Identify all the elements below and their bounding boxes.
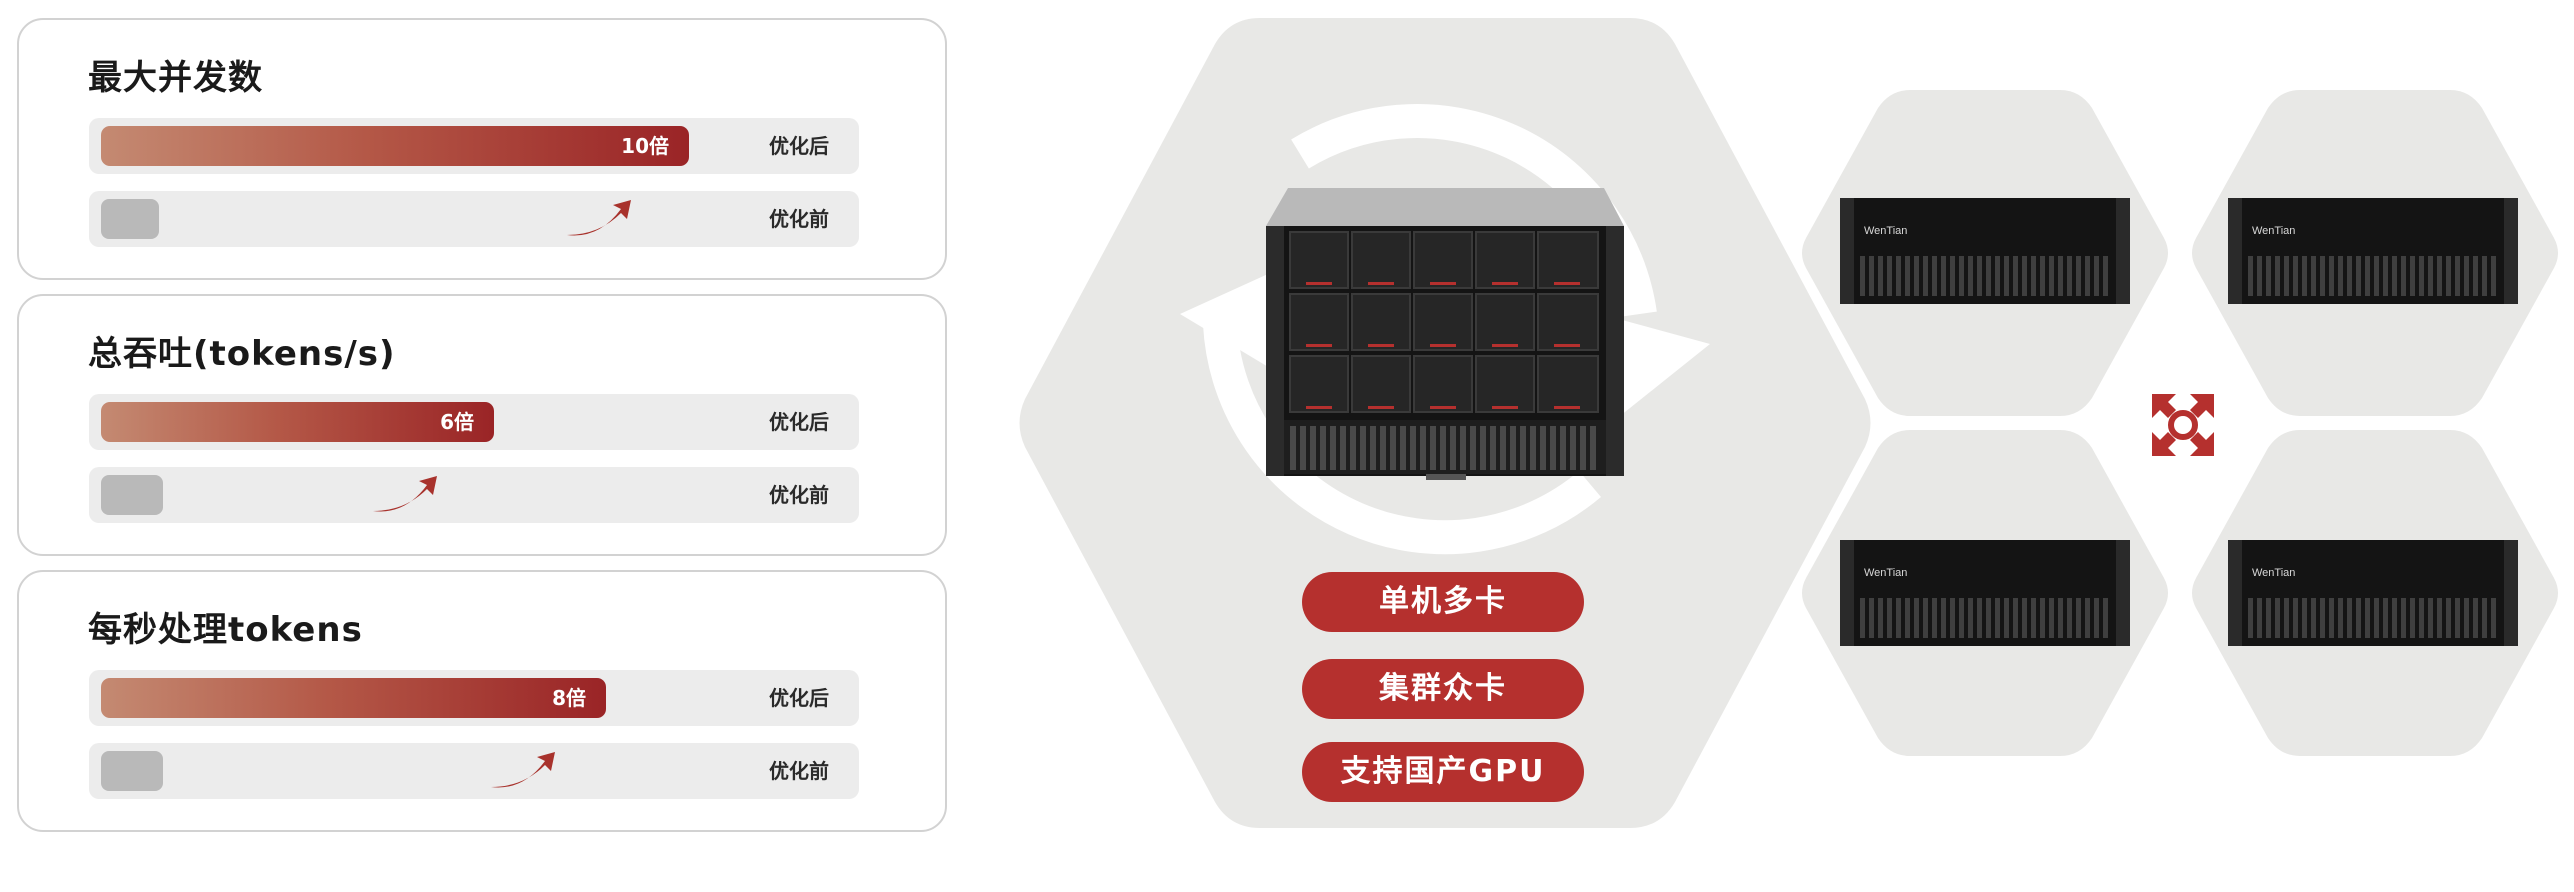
bar-value: 10倍 bbox=[621, 134, 669, 158]
rack-server-icon: WenTian bbox=[1840, 540, 2130, 646]
server-brand: WenTian bbox=[2252, 567, 2295, 579]
bar-baseline bbox=[101, 199, 159, 239]
metric-card-throughput: 总吞吐(tokens/s) 6倍 优化后 优化前 bbox=[17, 294, 947, 556]
server-brand: WenTian bbox=[1864, 567, 1907, 579]
bar-baseline bbox=[101, 751, 163, 791]
rack-server-icon: WenTian bbox=[2228, 198, 2518, 304]
gpu-server-icon bbox=[1266, 188, 1624, 480]
bar-track-before: 优化前 bbox=[89, 743, 859, 799]
bar-track-after: 8倍 优化后 bbox=[89, 670, 859, 726]
bar-fill-after: 6倍 bbox=[101, 402, 494, 442]
growth-arrow-icon bbox=[373, 476, 437, 512]
expand-arrows-icon bbox=[2152, 394, 2214, 456]
bar-baseline bbox=[101, 475, 163, 515]
bar-label-after: 优化后 bbox=[769, 686, 829, 710]
rack-server-icon: WenTian bbox=[2228, 540, 2518, 646]
rack-server-icon: WenTian bbox=[1840, 198, 2130, 304]
bar-label-before: 优化前 bbox=[769, 207, 829, 231]
server-brand: WenTian bbox=[2252, 225, 2295, 237]
metric-card-tokens-per-second: 每秒处理tokens 8倍 优化后 优化前 bbox=[17, 570, 947, 832]
bar-fill-after: 10倍 bbox=[101, 126, 689, 166]
bar-label-before: 优化前 bbox=[769, 483, 829, 507]
metric-title: 总吞吐(tokens/s) bbox=[88, 334, 396, 374]
bar-track-before: 优化前 bbox=[89, 467, 859, 523]
feature-pill-cluster: 集群众卡 bbox=[1302, 659, 1584, 719]
bar-label-after: 优化后 bbox=[769, 134, 829, 158]
feature-pill-domestic-gpu: 支持国产GPU bbox=[1302, 742, 1584, 802]
bar-track-after: 10倍 优化后 bbox=[89, 118, 859, 174]
bar-value: 6倍 bbox=[440, 410, 474, 434]
metric-title: 每秒处理tokens bbox=[88, 610, 363, 650]
bar-fill-after: 8倍 bbox=[101, 678, 606, 718]
bar-label-after: 优化后 bbox=[769, 410, 829, 434]
growth-arrow-icon bbox=[567, 200, 631, 236]
bar-value: 8倍 bbox=[552, 686, 586, 710]
growth-arrow-icon bbox=[491, 752, 555, 788]
server-brand: WenTian bbox=[1864, 225, 1907, 237]
metric-card-max-concurrency: 最大并发数 10倍 优化后 优化前 bbox=[17, 18, 947, 280]
bar-track-before: 优化前 bbox=[89, 191, 859, 247]
metric-title: 最大并发数 bbox=[88, 58, 263, 98]
feature-pill-single-machine: 单机多卡 bbox=[1302, 572, 1584, 632]
bar-track-after: 6倍 优化后 bbox=[89, 394, 859, 450]
bar-label-before: 优化前 bbox=[769, 759, 829, 783]
